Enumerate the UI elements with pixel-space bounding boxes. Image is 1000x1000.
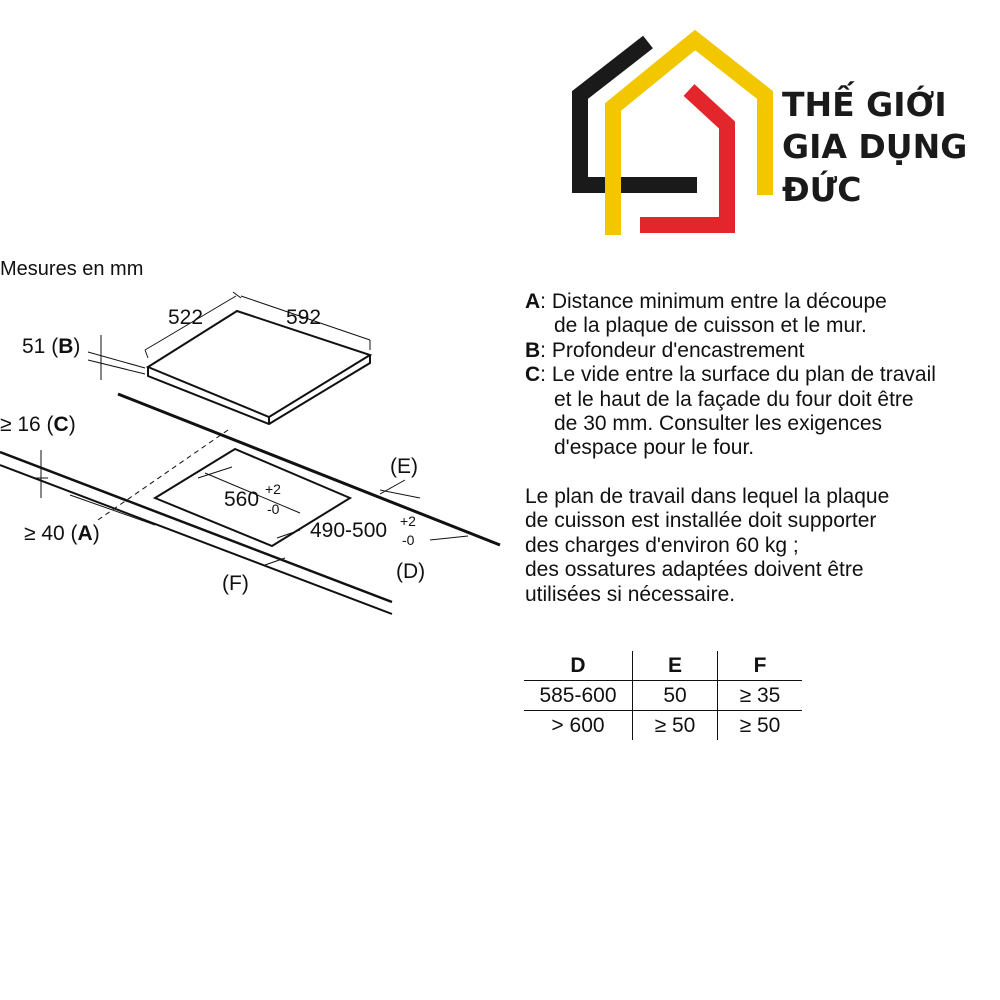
- cutout-drawing: [152, 447, 353, 548]
- svg-text:490-500: 490-500: [310, 519, 387, 542]
- dim-b-label: 51 (B): [22, 335, 80, 358]
- svg-text:560: 560: [224, 488, 259, 511]
- projection-dashed-line: [94, 429, 229, 523]
- logo-black-stroke: [572, 35, 697, 193]
- legend: A: Distance minimum entre la découpe de …: [525, 290, 936, 461]
- svg-text:-0: -0: [402, 532, 415, 548]
- logo-yellow-stroke: [605, 29, 773, 235]
- table-header-f: F: [717, 651, 802, 681]
- svg-text:-0: -0: [267, 501, 280, 517]
- units-title: Mesures en mm: [0, 258, 143, 280]
- cooktop-drawing: [145, 309, 373, 426]
- legend-item-a: A: Distance minimum entre la découpe de …: [525, 290, 887, 338]
- svg-text:+2: +2: [265, 481, 281, 497]
- installation-diagram: Mesures en mm 522 592 51 (B) ≥ 16 (C) ≥ …: [0, 258, 501, 615]
- cutout-dimension-lines: [69, 466, 469, 566]
- label-e: (E): [390, 455, 418, 478]
- dim-c-label: ≥ 16 (C): [0, 413, 76, 436]
- svg-text:+2: +2: [400, 513, 416, 529]
- label-f: (F): [222, 572, 249, 595]
- worktop-drawing: [0, 392, 501, 615]
- brand-line-3: ĐỨC: [782, 170, 862, 209]
- svg-text:≥ 16 (C): ≥ 16 (C): [0, 413, 76, 436]
- cutout-depth-label: 490-500 +2 -0: [310, 513, 416, 548]
- dim-a-label: ≥ 40 (A): [24, 522, 100, 545]
- cooktop-dimension-lines: [87, 291, 371, 380]
- svg-text:51 (B): 51 (B): [22, 335, 80, 358]
- dim-depth-label: 522: [168, 306, 203, 329]
- brand-line-1: THẾ GIỚI: [782, 85, 947, 124]
- cutout-width-label: 560 +2 -0: [224, 481, 281, 517]
- legend-item-b: B: Profondeur d'encastrement: [525, 338, 805, 362]
- brand-logo-house-icon: [572, 29, 773, 235]
- dim-width-label: 592: [286, 306, 321, 329]
- load-note: Le plan de travail dans lequel la plaque…: [525, 485, 890, 606]
- table-header-d: D: [524, 651, 633, 681]
- logo-red-stroke: [640, 84, 735, 233]
- label-d: (D): [396, 560, 425, 583]
- brand-line-2: GIA DỤNG: [782, 127, 968, 166]
- legend-item-c: C: Le vide entre la surface du plan de t…: [525, 363, 936, 460]
- table-row: 585-600 50 ≥ 35: [524, 680, 802, 711]
- clearance-table: D E F 585-600 50 ≥ 35 > 600 ≥ 50 ≥ 50: [524, 651, 802, 740]
- table-row: > 600 ≥ 50 ≥ 50: [524, 710, 802, 740]
- svg-text:≥ 40 (A): ≥ 40 (A): [24, 522, 100, 545]
- table-header-e: E: [632, 651, 718, 681]
